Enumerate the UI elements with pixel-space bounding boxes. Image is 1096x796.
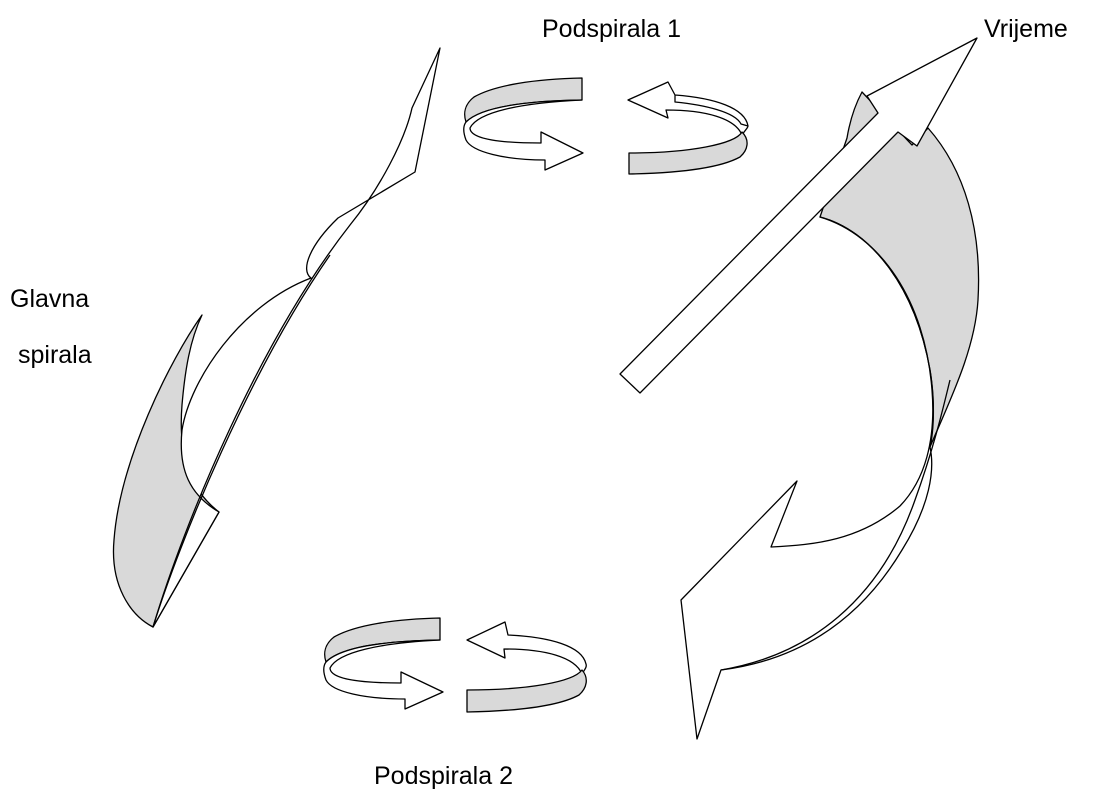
subspiral-2-label: Podspirala 2 <box>374 764 513 789</box>
main-spiral-left-arrow <box>113 48 440 627</box>
subspiral-1-right-arrow <box>628 82 748 135</box>
subspiral-2-right-arrow <box>467 622 586 674</box>
main-spiral-label-line2: spirala <box>18 343 92 368</box>
subspiral-1-loop <box>464 78 748 174</box>
main-spiral-right-back-face <box>820 92 979 447</box>
time-label: Vrijeme <box>984 17 1068 42</box>
main-spiral-left-front-face <box>153 48 440 627</box>
subspiral-1-label: Podspirala 1 <box>542 17 681 42</box>
main-spiral-label-line1: Glavna <box>10 287 89 312</box>
subspiral-2-loop <box>324 618 587 712</box>
subspiral-1-band-bottom-back <box>629 132 747 174</box>
subspiral-2-band-bottom-back <box>467 670 586 712</box>
